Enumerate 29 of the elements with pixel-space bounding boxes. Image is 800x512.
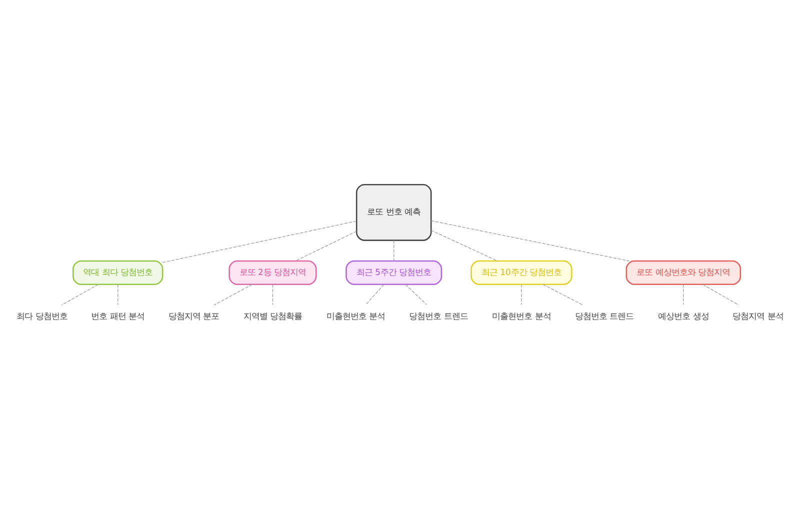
- node-text: 당첨지역 분포: [168, 310, 220, 320]
- connector: [683, 284, 684, 305]
- node-box: 역대 최다 당첨번호: [72, 260, 164, 284]
- connector: [405, 284, 428, 305]
- node-text: 번호 패턴 분석: [91, 310, 145, 320]
- connector: [542, 284, 584, 305]
- node-text: 미출현번호 분석: [492, 310, 551, 320]
- node-text: 미출현번호 분석: [326, 310, 385, 320]
- connector: [162, 220, 357, 262]
- connector: [214, 284, 252, 305]
- connector: [295, 230, 357, 261]
- node-box: 최근 10주간 당첨번호: [470, 260, 572, 284]
- connector: [430, 220, 630, 261]
- connector: [702, 284, 739, 305]
- connector: [521, 284, 522, 305]
- node-text: 당첨지역 분석: [732, 310, 784, 320]
- connector: [365, 284, 384, 305]
- node-text: 당첨번호 트렌드: [409, 310, 468, 320]
- connector: [61, 284, 98, 305]
- node-box: 로또 2등 당첨지역: [228, 260, 317, 284]
- node-box: 로또 예상번호와 당첨지역: [626, 260, 742, 284]
- node-text: 당첨번호 트렌드: [575, 310, 634, 320]
- node-box: 최근 5주간 당첨번호: [346, 260, 442, 284]
- connector: [430, 229, 498, 261]
- node-box: 로또 번호 예측: [356, 183, 432, 240]
- connector: [272, 284, 274, 305]
- node-text: 예상번호 생성: [658, 310, 709, 320]
- node-text: 지역별 당첨확률: [243, 310, 302, 320]
- node-text: 최다 당첨번호: [16, 310, 68, 320]
